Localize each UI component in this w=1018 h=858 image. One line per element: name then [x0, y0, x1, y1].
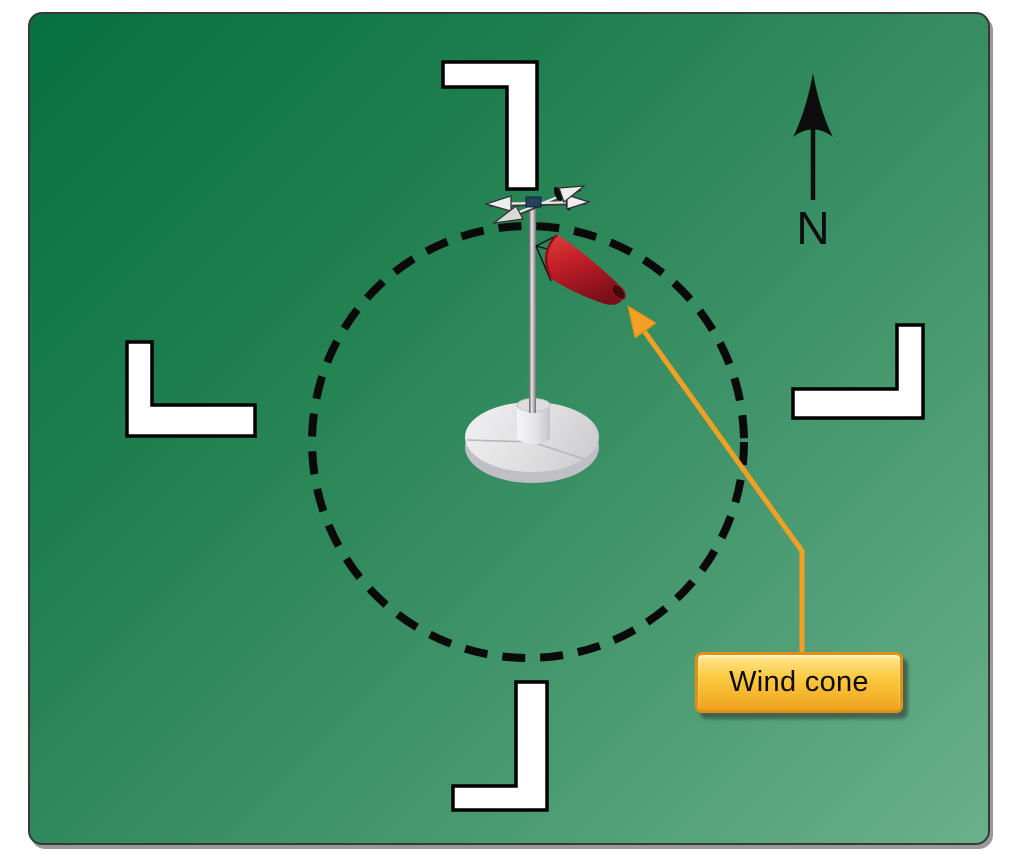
pole	[529, 205, 536, 413]
wind-cone-mouth-rim	[544, 234, 558, 278]
north-label: N	[796, 202, 829, 254]
callout-arrowhead	[627, 304, 657, 339]
wind-cone-callout-box: Wind cone	[695, 652, 903, 713]
north-arrow-head	[793, 73, 833, 137]
callout-arrow-line	[631, 315, 805, 658]
wind-cone-callout-label: Wind cone	[729, 666, 869, 698]
landing-strip-indicator-south	[451, 680, 549, 812]
base-hub	[517, 405, 550, 445]
wind-cone-icon	[544, 234, 624, 305]
landing-strip-indicator-east	[791, 323, 925, 420]
wind-vane-icon	[483, 185, 591, 224]
north-arrow-icon: N	[793, 73, 833, 254]
callout-arrow	[627, 304, 805, 658]
landing-strip-indicator-north	[441, 60, 539, 191]
segmented-circle	[308, 222, 748, 662]
wind-cone-opening	[611, 284, 626, 300]
wind-cone-assembly	[465, 185, 626, 483]
landing-strip-indicator-west	[125, 340, 257, 438]
